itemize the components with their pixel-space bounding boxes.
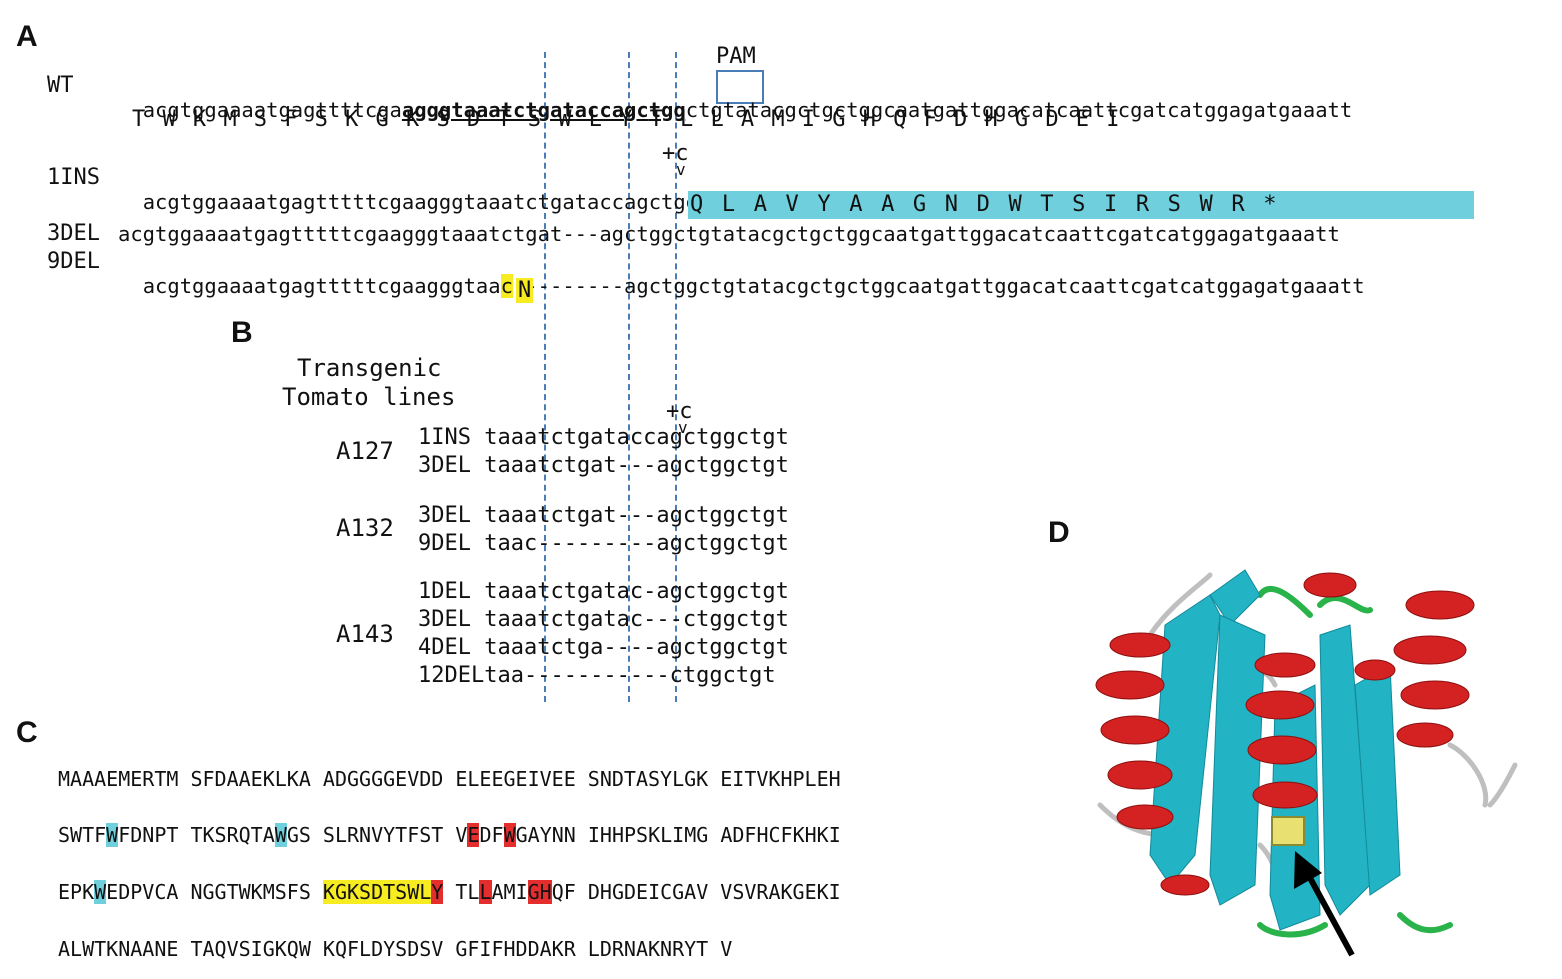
- ins-caret: v: [676, 160, 686, 179]
- wt-seq-pre: acgtggaaaatgagttttcga: [142, 98, 402, 122]
- panel-label-b: B: [231, 316, 253, 349]
- wt-pam-seq: tgg: [648, 98, 686, 122]
- a143-row-1: 1DEL taaatctgatac-agctggctgt: [418, 579, 789, 604]
- ins-frameshift-highlight: [688, 191, 1474, 219]
- a143-row-3: 4DEL taaatctga----agctggctgt: [418, 635, 789, 660]
- panel-b-title-line2: Tomato lines: [282, 383, 456, 411]
- panel-b-ins-caret: v: [678, 418, 688, 437]
- p3-f: TL: [443, 880, 480, 904]
- del9-label: 9DEL: [47, 249, 100, 274]
- line-a132-label: A132: [336, 514, 394, 542]
- p3-l-red: L: [479, 880, 492, 904]
- panel-label-c: C: [16, 716, 38, 749]
- guide-line-3: [675, 52, 677, 702]
- wt-sequence: acgtggaaaatgagttttcgaagggtaaatctgataccag…: [118, 74, 1353, 122]
- p3-h: AMI: [491, 880, 528, 904]
- a132-row-1: 3DEL taaatctgat---agctggctgt: [418, 503, 789, 528]
- protein-structure-ribbon: [1095, 569, 1518, 957]
- p3-w1: W: [94, 880, 107, 904]
- ins-label: 1INS: [47, 165, 100, 190]
- p3-a: EPK: [58, 880, 95, 904]
- p2-w-red: W: [503, 823, 516, 847]
- p2-w2: W: [274, 823, 287, 847]
- protein-line-3: EPKWEDPVCA NGGTWKMSFS KGKSDTSWLY TLLAMIG…: [58, 880, 841, 904]
- a127-row-1-right: agctggctgt: [656, 425, 789, 450]
- a127-row-1: 1INS taaatctgataccagctggctgt: [418, 425, 789, 450]
- p3-j: QF DHGDEICGAV VSVRAKGEKI: [551, 880, 841, 904]
- a143-row-2: 3DEL taaatctgatac---ctggctgt: [418, 607, 789, 632]
- del9-seq-highlight: c: [500, 274, 513, 298]
- del9-amino-acid: N: [516, 278, 534, 303]
- wt-amino-acids: TWKMSFSKGKSDTSWLYTLLAMIGHQFDHGDEI: [132, 107, 1137, 132]
- p3-y-red: Y: [431, 880, 444, 904]
- panel-b-ins-mark: +c: [666, 399, 693, 424]
- protein-line-2: SWTFWFDNPT TKSRQTAWGS SLRNVYTFST VEDFWGA…: [58, 823, 841, 847]
- p2-a: SWTF: [58, 823, 107, 847]
- del3-sequence: acgtggaaaatgagtttttcgaagggtaaatctgat---a…: [118, 222, 1340, 246]
- p2-e-red: E: [467, 823, 480, 847]
- p2-i: GAYNN IHHPSKLIMG ADFHCFKHKI: [515, 823, 841, 847]
- pam-label: PAM: [716, 44, 756, 69]
- a132-row-2: 9DEL taac---------agctggctgt: [418, 531, 789, 556]
- a127-row-1-left: 1INS taaatctgatacc: [418, 425, 657, 450]
- protein-line-4: ALWTKNAANE TAQVSIGKQW KQFLDYSDSV GFIFHDD…: [58, 937, 733, 961]
- alpha-helices: [1095, 572, 1475, 896]
- ins-seq-pre: acgtggaaaatgagtttttcgaagggtaaatctgatacc: [142, 190, 625, 214]
- a127-row-2: 3DEL taaatctgat---agctggctgt: [418, 453, 789, 478]
- ins-mark: +c: [662, 141, 689, 166]
- del9-seq-pre: acgtggaaaatgagtttttcgaagggtaa: [142, 274, 501, 298]
- del3-label: 3DEL: [47, 221, 100, 246]
- pam-box: [716, 70, 764, 104]
- a143-row-4: 12DELtaa-----------ctggctgt: [418, 663, 776, 688]
- wt-guide-seq: agggtaaatctgataccagc: [401, 98, 649, 122]
- p3-target-peptide: KGKSDTSWL: [322, 880, 432, 904]
- wt-seq-post: ctgtatacgctgctggcaatgattggacatcaattcgatc…: [685, 98, 1353, 122]
- p3-gh-red: GH: [527, 880, 552, 904]
- guide-line-1: [544, 52, 546, 702]
- del9-seq-post: ---------agctggctgtatacgctgctggcaatgattg…: [512, 274, 1365, 298]
- p2-w1: W: [106, 823, 119, 847]
- guide-line-2: [628, 52, 630, 702]
- wt-label: WT: [47, 73, 74, 98]
- line-a143-label: A143: [336, 620, 394, 648]
- panel-label-a: A: [16, 20, 38, 53]
- line-a127-label: A127: [336, 437, 394, 465]
- p2-g: DF: [479, 823, 504, 847]
- p3-c: EDPVCA NGGTWKMSFS: [106, 880, 323, 904]
- loop-segments: [1257, 586, 1453, 938]
- ins-amino-acids: QLAVYAAGNDWTSIRSWR*: [690, 192, 1296, 217]
- pointer-arrow-icon: [1294, 851, 1355, 957]
- panel-label-d: D: [1048, 516, 1070, 549]
- target-site-marker: [1271, 816, 1305, 846]
- p2-c: FDNPT TKSRQTA: [118, 823, 275, 847]
- protein-line-1: MAAAEMERTM SFDAAEKLKA ADGGGGEVDD ELEEGEI…: [58, 767, 841, 791]
- del9-sequence: acgtggaaaatgagtttttcgaagggtaac---------a…: [118, 250, 1365, 298]
- panel-b-title-line1: Transgenic: [297, 354, 442, 382]
- p2-e: GS SLRNVYTFST V: [286, 823, 468, 847]
